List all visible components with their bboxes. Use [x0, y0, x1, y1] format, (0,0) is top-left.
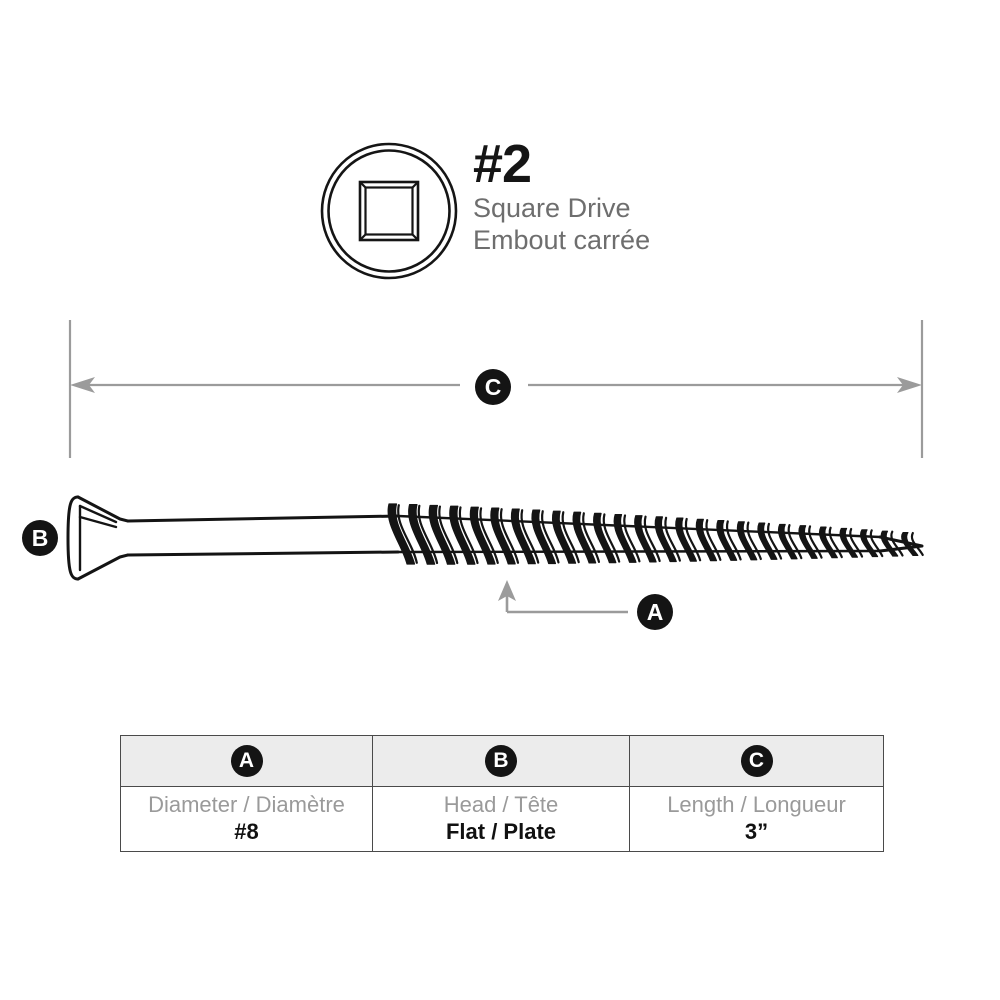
- callout-badge-b: [22, 520, 58, 556]
- thread-valley: [725, 520, 742, 561]
- thread-flight: [551, 510, 577, 564]
- thread-flight: [798, 525, 818, 559]
- thread-valley: [828, 526, 843, 559]
- thread-valley: [890, 530, 904, 557]
- spec-header-cell-b: B: [372, 735, 630, 787]
- thread-flights: [387, 503, 924, 565]
- head-bottom-taper: [76, 553, 130, 581]
- arrowhead-right-icon: [897, 377, 922, 393]
- thread-valley: [561, 511, 580, 564]
- head-recess-line-b: [78, 515, 118, 529]
- spec-header-cell-a: A: [120, 735, 373, 787]
- thread-flight: [819, 526, 838, 559]
- thread-flight: [572, 511, 597, 564]
- head-cap-outline: [66, 495, 80, 581]
- spec-table-body-row: Diameter / Diamètre #8 Head / Tête Flat …: [120, 786, 884, 852]
- spec-table-header-row: A B C: [120, 735, 884, 787]
- thread-flight: [634, 515, 657, 563]
- thread-valley: [458, 506, 479, 565]
- thread-valley: [540, 510, 560, 564]
- spec-cell-head: Head / Tête Flat / Plate: [372, 786, 630, 852]
- shank-top-edge: [126, 514, 400, 523]
- square-drive-icon: [320, 142, 458, 280]
- spec-value-head: Flat / Plate: [445, 819, 557, 844]
- thread-flight: [387, 503, 416, 565]
- spec-cell-diameter: Diameter / Diamètre #8: [120, 786, 373, 852]
- thread-valley: [397, 504, 418, 564]
- diameter-callout-a: A: [498, 580, 673, 630]
- arrowhead-up-icon: [498, 580, 516, 601]
- thread-flight: [449, 505, 476, 565]
- thread-flight: [654, 516, 677, 563]
- thread-valley: [705, 519, 722, 561]
- drive-callout: #2 Square Drive Embout carrée: [318, 136, 718, 286]
- spec-header-cell-c: C: [629, 735, 884, 787]
- screw-tip: [878, 535, 924, 553]
- callout-badge-a-label: A: [647, 599, 664, 625]
- spec-table: A B C Diameter / Diamètre #8 Head / Tête…: [120, 735, 884, 852]
- thread-valley: [643, 515, 661, 563]
- thread-flight: [510, 508, 536, 565]
- thread-valley: [499, 508, 520, 564]
- thread-flight: [901, 532, 919, 556]
- thread-flight: [613, 513, 637, 563]
- thread-flight: [757, 522, 778, 560]
- thread-valley: [479, 507, 499, 564]
- thread-valley: [787, 524, 803, 560]
- drive-size: #2: [473, 134, 532, 194]
- thread-flight: [736, 521, 758, 561]
- thread-core-bottom: [396, 549, 882, 554]
- shank-bottom-edge: [126, 550, 400, 557]
- spec-label-diameter: Diameter / Diamètre: [148, 792, 345, 817]
- thread-valley: [808, 525, 823, 559]
- thread-valley: [767, 522, 783, 560]
- thread-valley: [746, 521, 762, 561]
- spec-value-diameter: #8: [234, 819, 259, 844]
- thread-flight: [469, 506, 496, 565]
- thread-valley: [869, 529, 884, 558]
- drive-name-en: Square Drive: [473, 193, 631, 223]
- length-dimension-c: C: [68, 320, 924, 458]
- thread-valley: [582, 512, 601, 564]
- thread-flight: [860, 529, 879, 558]
- arrowhead-left-icon: [70, 377, 95, 393]
- table-badge-a: A: [230, 745, 263, 777]
- thread-valley: [602, 513, 621, 563]
- thread-valley: [520, 509, 540, 564]
- thread-flight: [880, 530, 899, 557]
- thread-flight: [490, 507, 516, 565]
- spec-label-length: Length / Longueur: [667, 792, 846, 817]
- head-top-taper: [76, 495, 130, 523]
- thread-flight: [531, 509, 557, 565]
- spec-cell-length: Length / Longueur 3”: [629, 786, 884, 852]
- thread-valley: [417, 504, 439, 565]
- thread-valley: [438, 505, 459, 565]
- thread-flight: [695, 518, 718, 562]
- thread-flight: [593, 512, 617, 564]
- thread-flight: [408, 504, 436, 565]
- thread-flight: [428, 504, 456, 565]
- thread-valley: [664, 516, 681, 562]
- thread-flight: [675, 517, 697, 562]
- drive-name-fr: Embout carrée: [473, 225, 651, 255]
- head-callout-b: B: [22, 520, 58, 556]
- thread-valley: [849, 527, 864, 558]
- spec-value-length: 3”: [744, 819, 769, 844]
- thread-valley: [684, 517, 702, 562]
- spec-label-head: Head / Tête: [443, 792, 559, 817]
- table-badge-b: B: [485, 745, 517, 777]
- callout-badge-a: [637, 594, 673, 630]
- callout-badge-c: [475, 369, 511, 405]
- callout-badge-c-label: C: [485, 374, 502, 400]
- thread-flight: [839, 527, 859, 558]
- thread-flight: [716, 519, 738, 561]
- thread-valley: [623, 514, 641, 563]
- table-badge-c: C: [740, 745, 773, 777]
- head-recess-line-a: [78, 504, 118, 524]
- callout-badge-b-label: B: [32, 525, 49, 551]
- thread-valley: [910, 531, 924, 557]
- drive-text-block: #2 Square Drive Embout carrée: [473, 136, 723, 256]
- thread-flight: [777, 523, 798, 560]
